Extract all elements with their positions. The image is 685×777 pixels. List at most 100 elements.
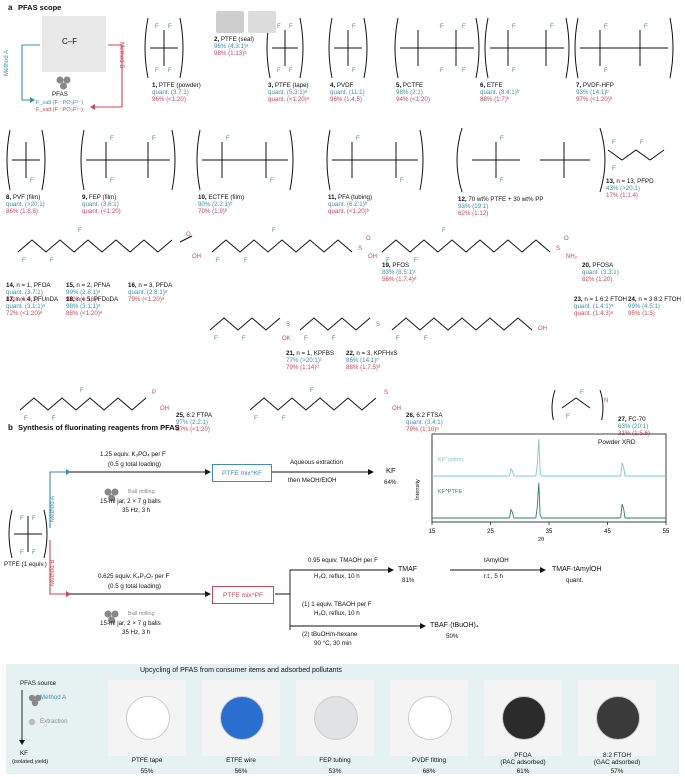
yield-method-b: 88% (<1:20)ᵃ	[66, 310, 103, 317]
item-caption: ETFE wire	[202, 757, 280, 764]
yield-method-b: 31% (1:5.6)	[618, 430, 650, 437]
svg-text:F: F	[566, 414, 570, 420]
svg-text:F: F	[500, 136, 504, 142]
photo-item	[296, 680, 374, 756]
svg-text:F: F	[352, 68, 356, 74]
svg-text:OH: OH	[538, 326, 547, 332]
svg-text:OH: OH	[160, 406, 169, 412]
compound-number: 25,	[176, 412, 187, 419]
item-yield: 57%	[610, 768, 624, 775]
yield-method-a: 93% (14:1)ᵇ	[576, 89, 609, 96]
b-reagent: 0.625 equiv. K₄P₂O₇ per F	[98, 573, 170, 580]
compound-number: 14,	[6, 282, 17, 289]
svg-text:F: F	[214, 336, 218, 342]
yield-method-a: 97% (2.2:1)	[176, 419, 208, 426]
tbaf: TBAF·(tBuOH)₄	[430, 622, 479, 629]
ptfe-mix-pf-box: PTFE mix^PF	[212, 586, 274, 604]
yield-method-a: quant. (3.1:1)ᵃ	[6, 303, 46, 310]
yield-method-a: 98% (2:1)	[396, 89, 423, 96]
yield-method-b: 56% (1:7.4)ᵈ	[382, 276, 417, 283]
tmaf: TMAF	[398, 566, 418, 573]
compound-name: ETFE	[486, 82, 503, 89]
svg-text:F: F	[512, 24, 516, 30]
compound-number: 16,	[128, 282, 139, 289]
yield-method-a: quant. (8.4:1)ᵇ	[480, 89, 520, 96]
svg-text:F: F	[462, 24, 466, 30]
svg-text:S: S	[384, 390, 388, 396]
svg-text:F: F	[30, 178, 34, 184]
svg-text:F: F	[242, 336, 246, 342]
compound-name: n = 5, PFDoDA	[76, 296, 119, 303]
tbaoh-2: H₂O, reflux, 10 h	[314, 610, 360, 617]
svg-text:F: F	[50, 258, 54, 264]
compound-number: 5,	[396, 82, 403, 89]
yield-method-b: 79% (1:14)ᵈ	[286, 364, 319, 371]
compound-name: ECTFE (film)	[208, 194, 245, 201]
tbaoh-4: 90 °C, 30 min	[314, 640, 352, 647]
yield-method-b: 86% (1:8.6)	[6, 208, 38, 215]
svg-text:F: F	[110, 178, 114, 184]
svg-text:F: F	[604, 68, 608, 74]
compound-number: 3,	[268, 82, 275, 89]
a-jar: 15-ml jar, 2 × 7 g balls	[100, 498, 161, 505]
yield-method-a: 99% (2.8:1)ᵃ	[66, 289, 101, 296]
method-scheme-arrows	[21, 44, 123, 110]
compound-8: 8, PVF (film)quant. (>20:1)86% (1:8.6)	[6, 194, 45, 215]
xrd-tick-label: 55	[663, 529, 670, 535]
svg-text:F: F	[424, 336, 428, 342]
yield-method-a: 63% (20:1)	[618, 423, 649, 430]
photo-item	[390, 680, 468, 756]
tbaf-yield: 50%	[446, 633, 459, 640]
item-name: PVDF fitting	[411, 757, 447, 764]
svg-text:F: F	[168, 68, 172, 74]
compound-name: PVF (film)	[12, 194, 41, 201]
item-sub: (GAC adsorbed)	[593, 759, 641, 766]
a-freq: 35 Hz, 3 h	[122, 507, 151, 514]
svg-text:F: F	[277, 24, 281, 30]
kf-yield: 64%	[384, 479, 397, 486]
svg-text:S: S	[358, 246, 362, 252]
panel-a-title: PFAS scope	[18, 3, 62, 12]
svg-text:OH: OH	[392, 406, 401, 412]
fsalt-a: F_salt (F⁻:PO₃F²⁻)	[36, 100, 84, 106]
compound-name: PTFE (seal)	[220, 36, 254, 43]
svg-text:F: F	[272, 228, 276, 234]
svg-text:F: F	[244, 258, 248, 264]
svg-text:F: F	[356, 136, 360, 142]
yield-method-a: 93% (19:1)	[458, 203, 489, 210]
svg-text:F: F	[270, 178, 274, 184]
compound-number: 18,	[66, 296, 77, 303]
yield-method-b: 82% (1:20)	[582, 276, 613, 283]
yield-method-b: 17% (1:1.4)	[606, 192, 638, 199]
yield-method-b: 99% (1:16)ᵃ	[66, 296, 99, 303]
compound-name: n = 1, KPFBS	[296, 350, 334, 357]
cf-box	[42, 16, 106, 72]
a-ball-milling: Ball milling	[128, 489, 155, 495]
xrd-tick-label: 35	[546, 529, 553, 535]
b-freq: 35 Hz, 3 h	[122, 629, 151, 636]
extraction-1: Aqueous extraction	[290, 459, 343, 466]
compound-name: FEP (film)	[88, 194, 117, 201]
xrd-legend-comm: KF^comm.	[438, 457, 465, 463]
xrd-xlabel: 2θ	[538, 537, 545, 543]
extraction-2: then MeOH/EtOH	[288, 477, 337, 484]
tmaf-tamyl-yield: quant.	[566, 577, 584, 584]
svg-text:O: O	[366, 236, 371, 242]
svg-text:F: F	[216, 258, 220, 264]
xrd-series-kfptfe	[432, 482, 666, 519]
svg-text:F: F	[644, 24, 648, 30]
svg-text:F: F	[550, 24, 554, 30]
compound-1: 1, PTFE (powder)quant. (3.7:1)96% (<1:20…	[152, 82, 201, 103]
xrd-ylabel: Intensity	[415, 479, 421, 500]
